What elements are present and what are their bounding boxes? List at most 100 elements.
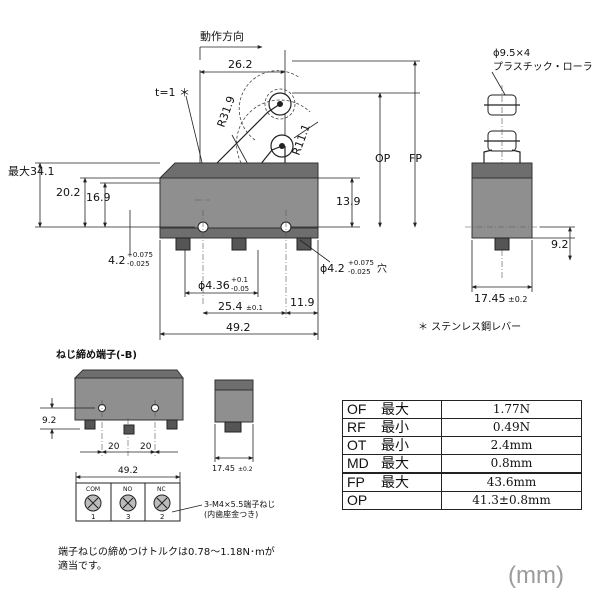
dim-13-9: 13.9 bbox=[336, 195, 361, 208]
screw-note-line2: (内歯座金つき) bbox=[204, 509, 258, 519]
spec-row-of: OF 最大 1.77N bbox=[342, 400, 582, 419]
actuator-lever bbox=[204, 103, 281, 176]
side-view: ϕ9.5×4 プラスチック・ローラ 9.2 17.45 ±0.2 bbox=[465, 48, 593, 305]
terminal-nc-name: NC bbox=[157, 486, 166, 493]
small-terminal-left bbox=[84, 419, 96, 430]
spec-value: 43.6mm bbox=[441, 472, 582, 492]
dim-4-36-tol-upper: +0.1 bbox=[231, 276, 248, 284]
spec-qualifier: 最小 bbox=[381, 419, 409, 435]
spec-qualifier: 最大 bbox=[381, 401, 409, 417]
spec-qualifier: 最大 bbox=[381, 474, 409, 490]
spec-code: OT bbox=[347, 437, 367, 453]
operating-characteristics-table: OF 最大 1.77N RF 最小 0.49N OT 最小 2.4mm MD 最大 0.… bbox=[342, 400, 582, 510]
t-leader bbox=[185, 95, 206, 176]
terminal-views: ねじ締め端子(-B) 9.2 20 20 17.45 ±0.2 bbox=[40, 348, 275, 522]
terminal-left bbox=[175, 237, 191, 251]
direction-label: 動作方向 bbox=[200, 29, 244, 43]
terminal-right bbox=[296, 237, 312, 251]
terminal-com-number: 1 bbox=[91, 513, 95, 521]
fp-label: FP bbox=[409, 152, 422, 165]
spec-code: RF bbox=[347, 419, 366, 435]
spec-value: 1.77N bbox=[441, 400, 582, 419]
hole-right-tol-lower: -0.025 bbox=[348, 268, 371, 276]
spec-row-ot: OT 最小 2.4mm bbox=[342, 436, 582, 455]
terminal-nc: NC 2 bbox=[153, 486, 171, 521]
dim-4-36-main: ϕ4.36 bbox=[198, 279, 230, 292]
screw-cross-icon bbox=[156, 497, 168, 509]
small-cover bbox=[73, 369, 184, 379]
small-dim-20-a: 20 bbox=[108, 442, 120, 452]
screw-cross-icon bbox=[87, 497, 99, 509]
screw-note-line1: 3-M4×5.5端子ねじ bbox=[204, 499, 275, 509]
small-side-body bbox=[214, 389, 254, 423]
side-dim-17-45-tol: ±0.2 bbox=[508, 295, 527, 304]
spec-code: MD bbox=[347, 455, 369, 471]
torque-note: 端子ねじの締めつけトルクは0.78～1.18N･mが 適当です。 bbox=[58, 546, 318, 574]
torque-note-line1: 端子ねじの締めつけトルクは0.78～1.18N･mが bbox=[58, 547, 275, 558]
spec-value: 0.8mm bbox=[441, 454, 582, 474]
spec-qualifier: 最大 bbox=[381, 455, 409, 471]
dim-25-4-tol: ±0.1 bbox=[246, 304, 263, 312]
spec-code: OF bbox=[347, 401, 367, 417]
op-label: OP bbox=[375, 152, 391, 165]
dim-4-36-tol-lower: -0.05 bbox=[231, 285, 249, 293]
small-side-cover bbox=[214, 379, 254, 391]
side-body bbox=[471, 177, 533, 239]
dim-r31-9: R31.9 bbox=[215, 94, 238, 129]
small-side-terminal bbox=[224, 421, 242, 433]
terminal-com: COM 1 bbox=[84, 486, 102, 521]
spec-row-op: OP 41.3±0.8mm bbox=[342, 491, 582, 510]
spec-value: 2.4mm bbox=[441, 436, 582, 455]
spec-value: 0.49N bbox=[441, 418, 582, 437]
dim-49-2: 49.2 bbox=[226, 321, 251, 334]
hole-right-suffix: 穴 bbox=[377, 262, 387, 275]
dim-26-2: 26.2 bbox=[228, 58, 253, 71]
terminal-no: NO 3 bbox=[119, 486, 137, 521]
terminal-title: ねじ締め端子(-B) bbox=[56, 348, 137, 361]
roller-label-line1: ϕ9.5×4 bbox=[493, 48, 530, 59]
unit-label: (mm) bbox=[508, 562, 564, 589]
small-terminal-right bbox=[166, 419, 178, 430]
roller-swing-arc bbox=[238, 70, 301, 141]
roller-swing-arc-2 bbox=[236, 99, 311, 176]
spec-code: OP bbox=[347, 492, 368, 508]
switch-body-base bbox=[159, 227, 319, 239]
torque-note-line2: 適当です。 bbox=[58, 561, 107, 572]
terminal-middle bbox=[231, 237, 247, 251]
spec-row-md: MD 最大 0.8mm bbox=[342, 454, 582, 474]
hole-left-main: 4.2 bbox=[108, 254, 126, 267]
screw-note-leader bbox=[171, 504, 203, 513]
hole-left-tol-upper: +0.075 bbox=[127, 251, 153, 259]
side-dim-9-2: 9.2 bbox=[551, 238, 569, 251]
hole-right-tol-upper: +0.075 bbox=[348, 259, 374, 267]
terminal-nc-number: 2 bbox=[160, 513, 164, 521]
small-dim-20-b: 20 bbox=[140, 442, 152, 452]
dim-16-9: 16.9 bbox=[86, 191, 111, 204]
stainless-note: ＊ ステンレス鋼レバー bbox=[418, 320, 521, 333]
side-cover bbox=[471, 162, 533, 179]
small-body bbox=[74, 377, 184, 421]
terminal-com-name: COM bbox=[86, 486, 100, 493]
hole-right-main: ϕ4.2 bbox=[320, 262, 345, 275]
screw-cross-icon bbox=[122, 497, 134, 509]
spec-qualifier: 最小 bbox=[381, 437, 409, 453]
small-side-dim-tol: ±0.2 bbox=[238, 466, 253, 473]
dim-25-4-main: 25.4 bbox=[218, 300, 243, 313]
terminal-no-number: 3 bbox=[126, 513, 130, 521]
small-side-dim-main: 17.45 bbox=[212, 464, 235, 473]
r11-leader bbox=[293, 121, 319, 139]
dim-max-34-1: 最大34.1 bbox=[8, 164, 55, 178]
main-front-view: 動作方向 26.2 t=1 ＊ R31.9 R11.1 bbox=[8, 29, 521, 340]
switch-cover bbox=[158, 162, 319, 179]
dim-20-2: 20.2 bbox=[56, 186, 81, 199]
t-label: t=1 ＊ bbox=[155, 86, 190, 99]
side-terminal bbox=[494, 237, 510, 251]
hole-right-leader bbox=[299, 239, 331, 263]
small-dim-9-2: 9.2 bbox=[42, 416, 56, 426]
dim-11-9: 11.9 bbox=[290, 296, 315, 309]
spec-code: FP bbox=[347, 474, 365, 490]
small-terminal-middle bbox=[123, 424, 135, 435]
hole-left-tol-lower: -0.025 bbox=[127, 260, 150, 268]
actuator-lever-lower bbox=[259, 145, 283, 166]
